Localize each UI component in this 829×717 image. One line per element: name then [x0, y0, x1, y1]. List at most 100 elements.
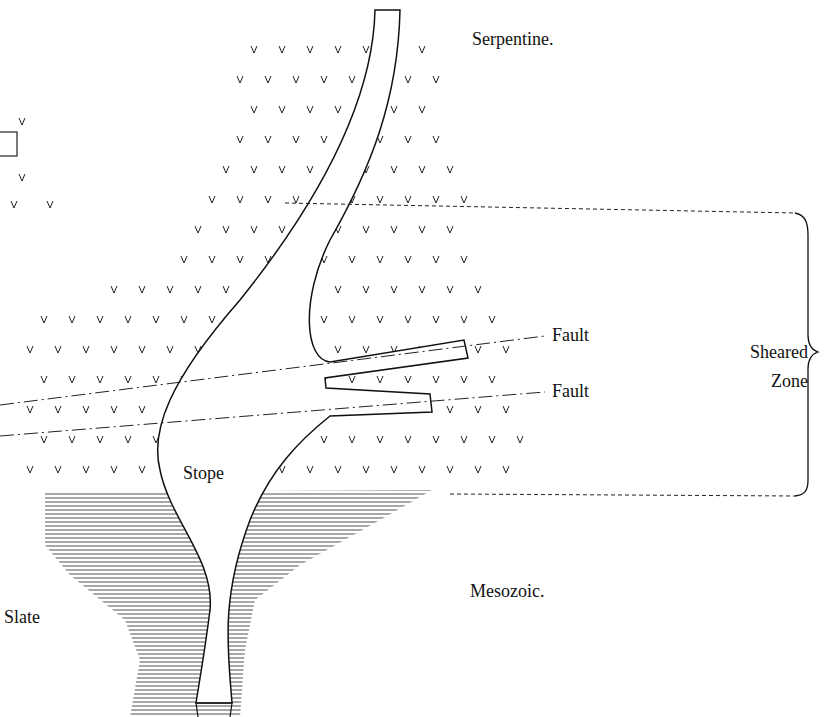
serpentine-mark [349, 436, 355, 443]
serpentine-mark [447, 286, 453, 293]
label: Fault [552, 382, 589, 402]
serpentine-mark [363, 226, 369, 233]
serpentine-mark [223, 166, 229, 173]
serpentine-mark [209, 196, 215, 203]
serpentine-mark [83, 406, 89, 413]
serpentine-mark [251, 226, 257, 233]
serpentine-mark [111, 346, 117, 353]
label: Sheared Zone [712, 338, 808, 396]
zone-limit [285, 203, 795, 213]
serpentine-mark [111, 466, 117, 473]
serpentine-mark [293, 136, 299, 143]
serpentine-mark [237, 136, 243, 143]
label: Fault [552, 326, 589, 346]
serpentine-mark [489, 376, 495, 383]
serpentine-mark [307, 46, 313, 53]
serpentine-mark [307, 466, 313, 473]
serpentine-mark [55, 466, 61, 473]
serpentine-mark [167, 286, 173, 293]
fault-line [0, 392, 545, 436]
label: Stope [183, 464, 224, 484]
small-box [0, 132, 17, 156]
serpentine-mark [433, 196, 439, 203]
serpentine-mark [97, 316, 103, 323]
serpentine-mark [447, 466, 453, 473]
serpentine-mark [419, 466, 425, 473]
label: Serpentine. [472, 30, 553, 50]
serpentine-mark [279, 106, 285, 113]
serpentine-mark [47, 201, 53, 208]
serpentine-mark [19, 118, 25, 125]
serpentine-mark [265, 196, 271, 203]
serpentine-mark [83, 466, 89, 473]
serpentine-mark [111, 406, 117, 413]
serpentine-mark [475, 406, 481, 413]
serpentine-mark [69, 436, 75, 443]
serpentine-mark [153, 376, 159, 383]
serpentine-mark [419, 166, 425, 173]
serpentine-mark [335, 106, 341, 113]
serpentine-mark [517, 436, 523, 443]
serpentine-mark [363, 346, 369, 353]
serpentine-mark [41, 316, 47, 323]
serpentine-mark [41, 376, 47, 383]
serpentine-mark [251, 46, 257, 53]
serpentine-mark [405, 76, 411, 83]
serpentine-mark [447, 406, 453, 413]
serpentine-mark [433, 76, 439, 83]
serpentine-mark [475, 466, 481, 473]
serpentine-mark [503, 406, 509, 413]
serpentine-mark [125, 316, 131, 323]
serpentine-mark [433, 256, 439, 263]
serpentine-mark [279, 226, 285, 233]
serpentine-mark [489, 316, 495, 323]
serpentine-mark [475, 286, 481, 293]
serpentine-mark [461, 376, 467, 383]
serpentine-mark [349, 316, 355, 323]
serpentine-mark [405, 436, 411, 443]
serpentine-mark [377, 436, 383, 443]
serpentine-mark [139, 286, 145, 293]
serpentine-mark [419, 106, 425, 113]
serpentine-mark [139, 466, 145, 473]
serpentine-mark [279, 166, 285, 173]
serpentine-mark [391, 286, 397, 293]
serpentine-mark [405, 316, 411, 323]
serpentine-mark [181, 316, 187, 323]
serpentine-mark [27, 406, 33, 413]
serpentine-mark [321, 136, 327, 143]
serpentine-mark [377, 316, 383, 323]
serpentine-mark [335, 46, 341, 53]
serpentine-mark [293, 76, 299, 83]
serpentine-mark [195, 226, 201, 233]
serpentine-mark [405, 196, 411, 203]
serpentine-mark [125, 376, 131, 383]
serpentine-mark [265, 76, 271, 83]
serpentine-mark [307, 106, 313, 113]
serpentine-mark [363, 46, 369, 53]
serpentine-mark [223, 286, 229, 293]
serpentine-mark [461, 256, 467, 263]
serpentine-mark [209, 256, 215, 263]
serpentine-mark [391, 226, 397, 233]
fault-line [0, 336, 545, 405]
serpentine-mark [181, 256, 187, 263]
serpentine-mark [139, 406, 145, 413]
serpentine-mark [279, 46, 285, 53]
serpentine-mark [377, 256, 383, 263]
stope-vein [158, 10, 468, 703]
serpentine-mark [391, 106, 397, 113]
label: Slate [4, 608, 40, 628]
serpentine-mark [153, 316, 159, 323]
serpentine-mark [251, 106, 257, 113]
serpentine-mark [377, 196, 383, 203]
serpentine-mark [349, 76, 355, 83]
serpentine-mark [433, 436, 439, 443]
serpentine-mark [447, 166, 453, 173]
serpentine-mark [237, 76, 243, 83]
serpentine-mark [335, 346, 341, 353]
serpentine-mark [321, 76, 327, 83]
serpentine-mark [209, 316, 215, 323]
serpentine-mark [167, 346, 173, 353]
serpentine-mark [27, 466, 33, 473]
